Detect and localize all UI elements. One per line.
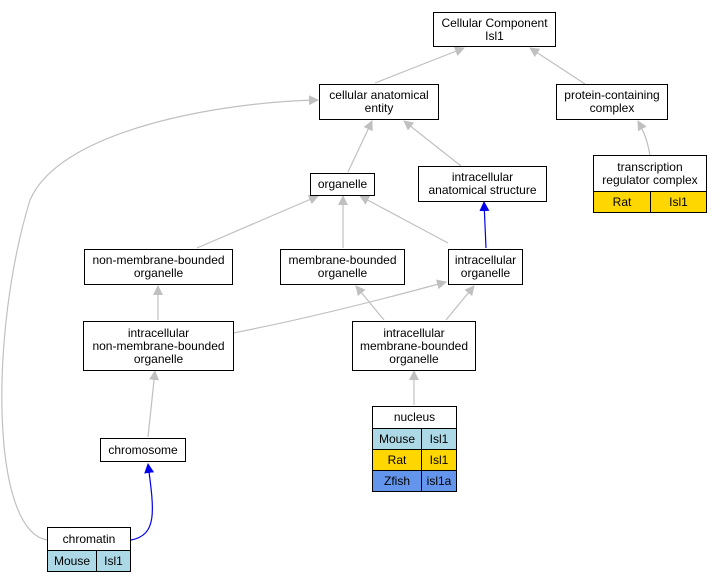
- node-chromatin[interactable]: chromatin: [47, 527, 131, 551]
- annotation-gene: Isl1: [421, 449, 457, 471]
- annotation-gene: isl1a: [421, 470, 457, 492]
- node-intracellular-organelle[interactable]: intracellular organelle: [448, 249, 523, 285]
- annotation-gene: Isl1: [421, 428, 457, 450]
- edge-org-cae: [347, 120, 373, 173]
- node-nucleus[interactable]: nucleus: [372, 406, 457, 429]
- edge-imbo-io: [445, 285, 475, 321]
- edge-nmbo-org: [196, 194, 319, 249]
- edge-inmbo-io: [232, 279, 447, 334]
- node-intracellular-anatomical-structure[interactable]: intracellular anatomical structure: [418, 166, 547, 202]
- edge-chrt-cae: [1, 95, 319, 541]
- edge-cae-cc: [374, 46, 465, 84]
- annotation-gene: Isl1: [650, 191, 707, 213]
- edge-imbo-mbo: [355, 285, 385, 321]
- edge-io-org: [359, 195, 449, 244]
- edge-trc-pcc: [637, 120, 651, 157]
- node-transcription-regulator-complex[interactable]: transcription regulator complex: [593, 155, 707, 192]
- edge-io-ias: [479, 201, 490, 249]
- edge-chrt-chr: [130, 463, 155, 541]
- edge-pcc-cc: [529, 47, 586, 85]
- node-membrane-bounded-organelle[interactable]: membrane-bounded organelle: [280, 249, 405, 285]
- node-intracellular-membrane-bounded-organelle[interactable]: intracellular membrane-bounded organelle: [352, 321, 476, 371]
- annotation-species: Mouse: [372, 428, 422, 450]
- node-protein-containing-complex[interactable]: protein-containing complex: [556, 84, 668, 120]
- annotation-species: Rat: [593, 191, 651, 213]
- edge-ias-cae: [403, 120, 462, 167]
- annotation-species: Zfish: [372, 470, 422, 492]
- annotation-species: Mouse: [47, 550, 97, 572]
- edge-chr-inmbo: [147, 370, 160, 438]
- node-cellular-anatomical-entity[interactable]: cellular anatomical entity: [319, 84, 439, 120]
- node-chromosome[interactable]: chromosome: [100, 438, 186, 462]
- annotation-gene: Isl1: [96, 550, 131, 572]
- node-intracellular-non-membrane-bounded-organelle[interactable]: intracellular non-membrane-bounded organ…: [83, 321, 234, 371]
- annotation-species: Rat: [372, 449, 422, 471]
- node-non-membrane-bounded-organelle[interactable]: non-membrane-bounded organelle: [84, 249, 233, 285]
- node-cellular-component[interactable]: Cellular Component Isl1: [433, 12, 556, 47]
- node-organelle[interactable]: organelle: [310, 173, 375, 196]
